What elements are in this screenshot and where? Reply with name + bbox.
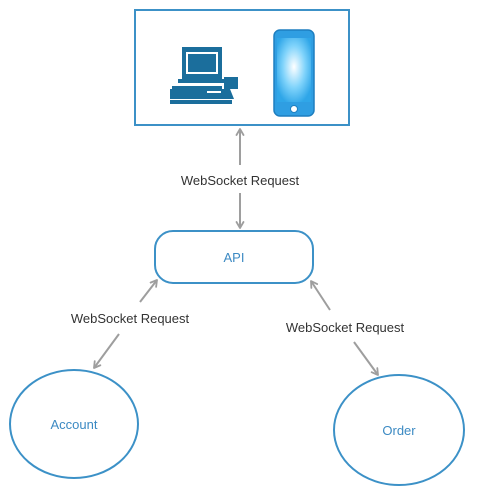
edge-clients-api: WebSocket Request [181, 128, 300, 229]
edge-api-order: WebSocket Request [286, 280, 405, 376]
order-node-label: Order [382, 423, 416, 438]
desktop-computer-icon [170, 47, 238, 104]
api-node-label: API [224, 250, 245, 265]
smartphone-icon [273, 29, 315, 117]
account-node-label: Account [51, 417, 98, 432]
account-node: Account [9, 369, 139, 479]
clients-box [134, 9, 350, 126]
edge-api-account: WebSocket Request [71, 279, 190, 369]
edge-label-clients-api: WebSocket Request [181, 173, 300, 188]
api-node: API [154, 230, 314, 284]
edge-label-api-order: WebSocket Request [286, 320, 405, 335]
order-node: Order [333, 374, 465, 486]
edge-label-api-account: WebSocket Request [71, 311, 190, 326]
